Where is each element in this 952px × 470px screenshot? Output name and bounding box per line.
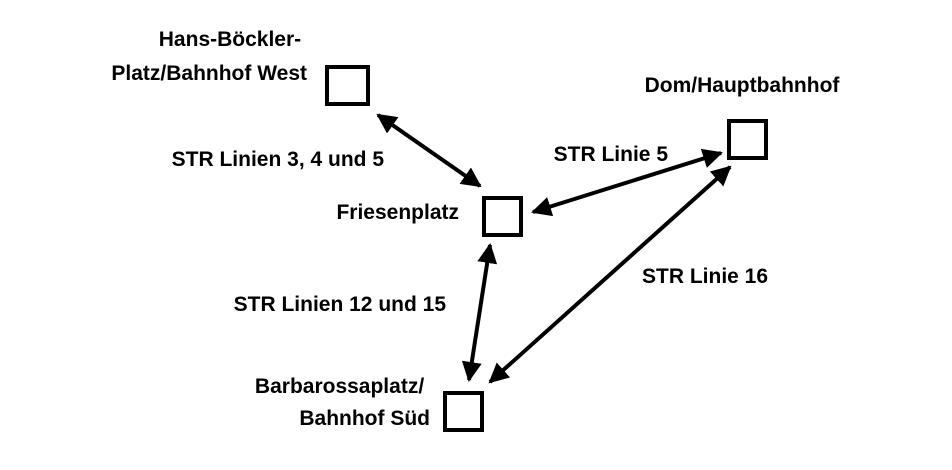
connection-label-lines-12-15: STR Linien 12 und 15 — [234, 293, 447, 316]
station-box-barbarossa — [443, 391, 484, 432]
station-label-dom: Dom/Hauptbahnhof — [645, 74, 841, 97]
station-label-hans-boeckler-line2: Platz/Bahnhof West — [111, 62, 307, 85]
station-box-dom — [727, 119, 768, 160]
connection-label-line-5: STR Linie 5 — [554, 143, 669, 166]
connection-friesenplatz-barbarossa — [461, 243, 498, 382]
station-box-hans-boeckler — [325, 65, 370, 106]
connection-label-line-16: STR Linie 16 — [642, 265, 768, 288]
connection-label-lines-3-4-5: STR Linien 3, 4 und 5 — [172, 148, 385, 171]
connection-dom-barbarossa — [488, 165, 732, 384]
station-label-barbarossa-line2: Bahnhof Süd — [299, 407, 430, 430]
station-label-barbarossa: Barbarossaplatz/ Bahnhof Süd — [255, 375, 430, 430]
station-label-barbarossa-line1: Barbarossaplatz/ — [255, 375, 424, 398]
connection-hansboeckler-friesenplatz — [376, 113, 482, 188]
station-label-hans-boeckler: Hans-Böckler- Platz/Bahnhof West — [111, 28, 307, 85]
station-box-friesenplatz — [482, 196, 523, 237]
station-label-hans-boeckler-line1: Hans-Böckler- — [159, 28, 301, 51]
station-label-friesenplatz: Friesenplatz — [336, 201, 459, 224]
